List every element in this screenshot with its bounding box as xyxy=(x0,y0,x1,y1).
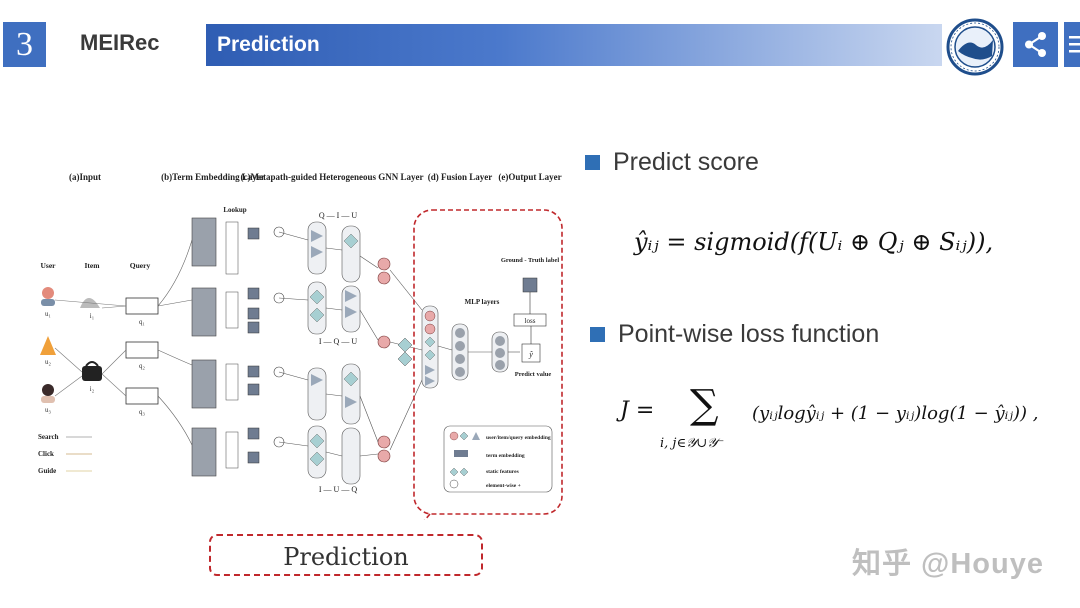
stage-fusion: (d) Fusion Layer xyxy=(428,172,493,182)
slide-number: 3 xyxy=(3,22,46,67)
svg-text:static features: static features xyxy=(486,469,519,475)
fusion-stack xyxy=(421,305,439,389)
ground-truth-label: Ground - Truth label xyxy=(501,257,560,264)
university-seal-icon xyxy=(946,18,1004,76)
user-node: u₃ xyxy=(41,384,55,414)
query-box: q₁ xyxy=(125,297,159,326)
menu-icon xyxy=(1069,36,1080,53)
watermark: 知乎 @Houye xyxy=(852,548,1044,580)
legend-edge-search: Search xyxy=(38,433,59,441)
predict-value-label: Predict value xyxy=(515,371,552,378)
svg-text:q₁: q₁ xyxy=(139,318,145,326)
loss-formula-subscript: i, j∈𝒴∪𝒴⁻ xyxy=(660,436,725,451)
deck-title: MEIRec xyxy=(80,30,160,55)
loss-formula-lhs: J = xyxy=(620,398,655,423)
loss-formula-sum: ∑ xyxy=(690,382,719,428)
section-title: Prediction xyxy=(217,33,320,56)
loss-label: loss xyxy=(525,317,536,325)
bullet-loss-function: Point-wise loss function xyxy=(618,320,880,348)
input-header-user: User xyxy=(41,261,57,270)
metapath-mid: I — Q — U xyxy=(319,337,357,346)
svg-text:element-wise +: element-wise + xyxy=(486,483,521,489)
svg-text:u₃: u₃ xyxy=(45,406,52,414)
mlp-layer xyxy=(451,323,469,381)
node-legend: user/item/query embedding term embedding… xyxy=(443,425,553,493)
bullet-predict-score: Predict score xyxy=(613,148,759,176)
metapath-bottom: I — U — Q xyxy=(319,485,357,494)
prediction-callout-text: Prediction xyxy=(283,543,409,571)
svg-text:i₁: i₁ xyxy=(90,312,94,320)
loss-formula-rhs: (yᵢⱼlogŷᵢⱼ + (1 − yᵢⱼ)log(1 − ŷᵢⱼ)) , xyxy=(752,403,1039,424)
mlp-layer xyxy=(491,331,509,373)
section-title-bar: Prediction xyxy=(206,24,942,66)
svg-text:q₃: q₃ xyxy=(139,408,146,416)
input-header-query: Query xyxy=(130,261,151,270)
bullet-icon xyxy=(590,327,605,342)
svg-text:q₂: q₂ xyxy=(139,362,146,370)
mlp-layers-label: MLP layers xyxy=(465,298,500,306)
stage-gnn: (c)Metapath-guided Heterogeneous GNN Lay… xyxy=(240,172,423,182)
prediction-highlight xyxy=(413,209,563,515)
svg-text:u₂: u₂ xyxy=(45,358,52,366)
stage-input: (a)Input xyxy=(69,172,101,182)
word-segmentation-block xyxy=(191,217,217,477)
query-box: q₂ xyxy=(125,341,159,370)
ground-truth-box xyxy=(522,277,538,293)
legend-edge-guide: Guide xyxy=(38,467,56,475)
item-node: i₁ xyxy=(80,298,100,320)
svg-text:i₂: i₂ xyxy=(90,385,95,393)
menu-button[interactable] xyxy=(1064,22,1080,67)
metapath-top: Q — I — U xyxy=(319,211,357,220)
share-button[interactable] xyxy=(1013,22,1058,67)
callout-connector xyxy=(423,513,431,520)
svg-text:u₁: u₁ xyxy=(45,310,51,318)
stage-output: (e)Output Layer xyxy=(498,172,561,182)
svg-text:term embedding: term embedding xyxy=(486,453,525,459)
svg-text:user/item/query embedding: user/item/query embedding xyxy=(486,435,551,441)
input-header-item: Item xyxy=(85,261,101,270)
user-node: u₂ xyxy=(40,336,56,366)
lookup-label: Lookup xyxy=(223,206,246,214)
svg-text:ŷ: ŷ xyxy=(528,350,533,359)
share-icon xyxy=(1025,32,1046,57)
user-node: u₁ xyxy=(41,287,55,318)
stage-term-embedding: (b)Term Embedding Layer xyxy=(161,172,265,182)
predict-score-formula: ŷᵢⱼ = sigmoid(f(Uᵢ ⊕ Qⱼ ⊕ Sᵢⱼ)), xyxy=(634,228,994,256)
bullet-icon xyxy=(585,155,600,170)
legend-edge-click: Click xyxy=(38,450,54,458)
item-node: i₂ xyxy=(82,361,102,393)
query-box: q₃ xyxy=(125,387,159,416)
meirec-architecture-diagram: (a)Input (b)Term Embedding Layer (c)Meta… xyxy=(38,172,563,520)
prediction-callout: Prediction xyxy=(209,534,483,576)
